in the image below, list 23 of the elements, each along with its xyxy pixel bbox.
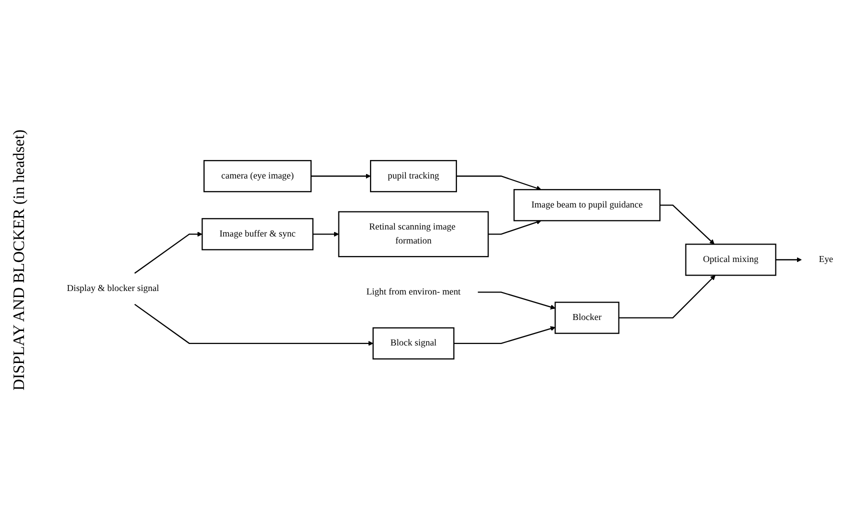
node-text: Light from environ- ment	[366, 286, 461, 297]
node-box: Retinal scanning image formation	[338, 210, 489, 257]
arrow	[134, 231, 202, 274]
arrow	[454, 326, 556, 344]
arrow	[478, 291, 556, 310]
node-box: pupil tracking	[370, 160, 457, 192]
node-box: Optical mixing	[685, 243, 776, 276]
arrow	[660, 204, 715, 244]
arrow	[311, 173, 371, 178]
arrow	[488, 219, 542, 234]
node-box: Blocker	[554, 301, 620, 334]
node-box: Image beam to pupil guidance	[514, 188, 660, 221]
arrow	[618, 274, 716, 318]
node-box: camera (eye image)	[203, 160, 312, 192]
arrow	[312, 231, 339, 236]
node-box: Image buffer & sync	[202, 218, 314, 250]
arrow	[776, 256, 802, 262]
node-text: Eye	[818, 254, 834, 264]
arrow	[134, 304, 374, 346]
node-box: Block signal	[372, 327, 454, 360]
arrow	[456, 175, 542, 190]
node-text: Display & blocker signal	[66, 283, 160, 294]
side-label: DISPLAY AND BLOCKER (in headset)	[11, 128, 29, 390]
